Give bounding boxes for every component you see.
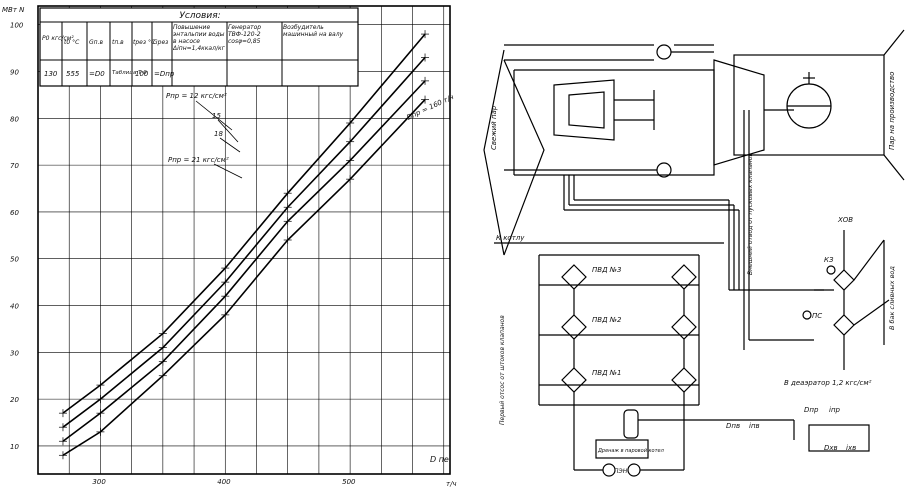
y-tick-label: 70 <box>10 162 19 170</box>
tank-box <box>808 424 870 452</box>
y-axis-label: МВт N <box>2 6 25 14</box>
y-tick-label: 10 <box>10 443 19 451</box>
cond-value-5: =Dпр <box>154 70 175 78</box>
x-axis-label: D пе <box>430 455 449 464</box>
ps-left-icon <box>833 314 855 336</box>
label-ikv: iхв <box>846 444 856 452</box>
label-dpr: Dпр <box>804 406 819 414</box>
label-dkv: Dхв <box>824 444 838 452</box>
conditions-title: Условия: <box>179 11 220 21</box>
thermal-scheme: Свежий пар Пар на производство К котлу П… <box>474 0 908 490</box>
label-perviy-otsos: Первый отсос от штоков клапанов <box>499 315 506 425</box>
y-tick-label: 30 <box>10 349 19 357</box>
pen-right-icon <box>627 463 641 477</box>
y-tick-label: 40 <box>10 303 19 311</box>
label-kz: КЗ <box>824 256 834 264</box>
cond-header-6: Повышение энтальпии воды в насосе Δiпн=1… <box>173 24 225 52</box>
label-ipv: iпв <box>749 422 760 430</box>
curve-label-dpr: Dпр = 160 т/ч <box>405 93 455 122</box>
label-pen: ПЭН <box>614 468 628 475</box>
cond-header-2: Gп.в <box>89 39 103 46</box>
kz-left-icon <box>833 269 855 291</box>
label-svezhiy-par: Свежий пар <box>490 105 498 150</box>
y-tick-label: 80 <box>10 115 19 123</box>
label-par-na-proizv: Пар на производство <box>888 72 896 150</box>
label-ps: ПС <box>812 312 822 320</box>
y-tick-label: 90 <box>10 69 19 77</box>
label-nasos: Дренаж в паровой котел <box>597 448 665 454</box>
x-unit: т/ч <box>446 480 457 488</box>
label-k-kotlu: К котлу <box>496 234 525 242</box>
plot-frame <box>37 5 451 475</box>
curve-label-p18: 18 <box>214 130 223 138</box>
performance-chart: Условия: P0 кгс/см² t0 °C Gп.в tп.в tрез… <box>2 5 457 488</box>
curve-label-p12: Pпр = 12 кгс/см² <box>166 92 227 100</box>
cond-header-8: Возбудитель машинный на валу <box>283 24 344 38</box>
y-tick-labels: 100 90 80 70 60 50 40 30 20 10 <box>10 22 24 451</box>
label-dpv: Dпв <box>726 422 740 430</box>
x-tick-label: 400 <box>217 478 231 486</box>
pump-box <box>595 439 649 459</box>
performance-chart-svg: Условия: P0 кгс/см² t0 °C Gп.в tп.в tрез… <box>2 5 457 488</box>
cond-header-4: tрез °C <box>133 39 156 46</box>
cond-value-4: 100 <box>135 70 149 78</box>
y-tick-label: 60 <box>10 209 19 217</box>
label-pvd1: ПВД №1 <box>592 369 622 377</box>
cond-header-3: tп.в <box>112 39 124 46</box>
label-dearator: В деаэратор 1,2 кгс/см² <box>784 379 872 387</box>
cond-value-1: 555 <box>66 70 80 78</box>
cond-header-1: t0 °C <box>64 39 80 46</box>
series-line-2 <box>62 80 426 442</box>
y-tick-label: 50 <box>10 256 19 264</box>
curve-label-p21: Pпр = 21 кгс/см² <box>168 156 229 164</box>
cond-header-7: Генератор ТВФ-120-2 cosφ=0,85 <box>228 24 262 45</box>
label-khov: ХОВ <box>837 216 853 224</box>
x-tick-label: 500 <box>342 478 356 486</box>
pvd1-left-icon <box>561 367 587 393</box>
series-line-3 <box>62 99 426 456</box>
cond-value-2: =D0 <box>89 70 105 78</box>
label-sliv: В бак сливных вод <box>888 266 896 330</box>
deaerator-column <box>623 409 639 439</box>
cond-value-0: 130 <box>44 70 58 78</box>
cond-header-0: P0 кгс/см² <box>42 35 74 42</box>
series-line-0 <box>62 33 426 414</box>
y-tick-label: 100 <box>10 22 24 30</box>
y-tick-label: 20 <box>10 396 19 404</box>
pvd1-right-icon <box>671 367 697 393</box>
x-tick-label: 300 <box>92 478 106 486</box>
label-ipr: iпр <box>829 406 841 414</box>
cond-header-5: Gрез <box>153 39 168 46</box>
curve-label-p15: 15 <box>212 112 221 120</box>
label-pvd3: ПВД №3 <box>592 266 622 274</box>
chart-curves <box>58 30 430 460</box>
x-tick-labels: 200300400500 <box>92 478 356 486</box>
thermal-scheme-svg: Свежий пар Пар на производство К котлу П… <box>483 29 905 477</box>
label-vneshniy-otvod: Внешний отвод от пусковых клапанов <box>747 153 754 275</box>
cond-value-3: Таблица Т-9 <box>112 70 147 76</box>
conditions-table: Условия: P0 кгс/см² t0 °C Gп.в tп.в tрез… <box>39 7 359 87</box>
label-pvd2: ПВД №2 <box>592 316 622 324</box>
top-valve-icon <box>656 44 672 60</box>
